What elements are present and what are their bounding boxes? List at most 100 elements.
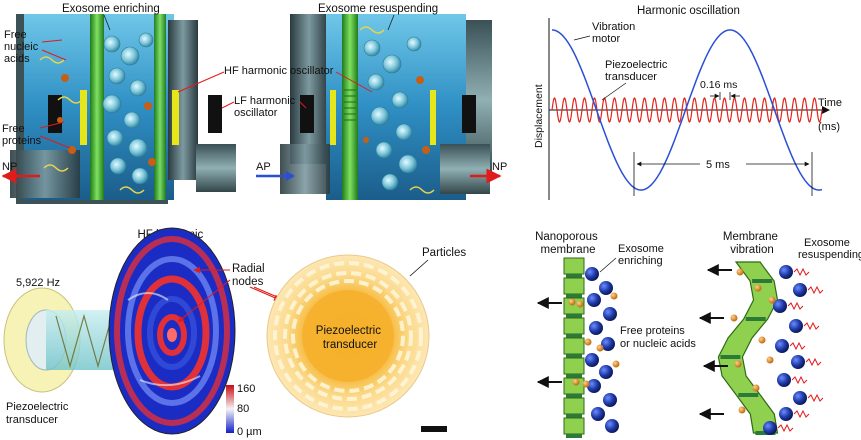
nanoporous-label: Nanoporous membrane xyxy=(535,231,601,256)
fr-l1: Free proteins xyxy=(620,325,685,337)
tr-l1: Piezoelectric xyxy=(605,59,668,71)
membrane-pore xyxy=(745,317,766,321)
fna-l3: acids xyxy=(4,53,30,65)
vb-l1: Membrane xyxy=(723,231,778,243)
protein-dot xyxy=(568,298,576,306)
exosome-dot xyxy=(779,407,793,421)
y-axis-label: Displacement xyxy=(533,84,545,148)
exosome-dot xyxy=(603,307,617,321)
panel-d: Piezoelectric transducer Particles xyxy=(266,247,466,432)
left-title: Exosome enriching xyxy=(62,3,160,15)
rs-l1: Exosome xyxy=(804,237,850,249)
free-proteins-label: Free proteins xyxy=(2,123,42,147)
transducer-chart-label: Piezoelectric transducer xyxy=(605,59,670,83)
cbar-tick-80: 80 xyxy=(237,403,249,415)
mode-shape-map xyxy=(109,228,235,434)
protein-dot xyxy=(612,360,620,368)
vibration-mark xyxy=(793,267,810,277)
en-l2: enriching xyxy=(618,255,663,267)
membrane-pore xyxy=(752,279,773,283)
protein-dot xyxy=(738,406,746,414)
exosome-dot xyxy=(599,365,613,379)
exosome-dot xyxy=(585,353,599,367)
membrane-segment xyxy=(563,257,585,275)
exosome-dot xyxy=(791,355,805,369)
membrane-segment xyxy=(563,317,585,335)
np-l1: Nanoporous xyxy=(535,231,598,243)
resuspending-label: Exosome resuspending xyxy=(798,237,861,261)
protein-dot xyxy=(752,384,760,392)
protein-dot xyxy=(768,296,776,304)
protein-dot xyxy=(576,300,584,308)
trc-l2: transducer xyxy=(6,414,58,426)
lf-period-label: 5 ms xyxy=(706,159,730,171)
fna-l1: Free xyxy=(4,29,27,41)
colorbar: 160 80 0 µm xyxy=(226,383,262,438)
cbar-tick-160: 160 xyxy=(237,383,255,395)
hf-wave xyxy=(551,97,823,123)
vibration-mark xyxy=(777,423,794,433)
membrane-segment xyxy=(563,397,585,415)
particles-label: Particles xyxy=(422,247,466,259)
chart-title: Harmonic oscillation xyxy=(637,5,740,17)
right-title: Exosome resuspending xyxy=(318,3,438,15)
membrane-pore xyxy=(738,393,759,397)
vibration-mark xyxy=(807,285,824,295)
np-l2: membrane xyxy=(541,244,596,256)
center-label: Piezoelectric transducer xyxy=(316,325,384,351)
exosome-dot xyxy=(777,373,791,387)
panel-a: Exosome enriching Exosome resuspending F… xyxy=(1,3,507,204)
ap-label: AP xyxy=(256,161,271,173)
dc-l1: Piezoelectric xyxy=(316,325,381,337)
device-right xyxy=(256,14,502,200)
hf-oscillator-label: HF harmonic oscillator xyxy=(224,65,334,77)
motor-l1: Vibration xyxy=(592,21,635,33)
protein-dot xyxy=(730,314,738,322)
protein-dot xyxy=(736,268,744,276)
exosome-cluster-right xyxy=(363,36,422,191)
radial-nodes-label: Radial nodes xyxy=(232,263,268,288)
dc-l2: transducer xyxy=(323,339,378,351)
vibration-mark xyxy=(803,321,820,331)
enriching-label: Exosome enriching xyxy=(618,243,667,267)
membrane-pore xyxy=(566,414,582,418)
motor-l2: motor xyxy=(592,33,620,45)
exosome-dot xyxy=(587,293,601,307)
panel-b: Harmonic oscillation Displacement Time (… xyxy=(533,5,842,200)
rn-l2: nodes xyxy=(232,276,264,288)
scale-bar xyxy=(421,426,447,432)
exosome-dot xyxy=(789,319,803,333)
vibration-mark xyxy=(793,409,810,419)
membrane-segment xyxy=(563,417,585,435)
protein-dot xyxy=(596,344,604,352)
vibration-mark xyxy=(805,357,822,367)
trc-l1: Piezoelectric xyxy=(6,401,69,413)
free-label: Free proteins or nucleic acids xyxy=(620,325,696,350)
hf-period-label: 0.16 ms xyxy=(700,79,737,91)
flat-membrane xyxy=(536,257,620,438)
xlab-l2: (ms) xyxy=(818,121,840,133)
transducer-label-c: Piezoelectric transducer xyxy=(6,401,71,426)
membrane-pore xyxy=(566,394,582,398)
lf-wave xyxy=(552,29,823,191)
fp-l2: proteins xyxy=(2,135,42,147)
fr-l2: or nucleic acids xyxy=(620,338,696,350)
exosome-dot xyxy=(763,421,777,435)
protein-dot xyxy=(734,360,742,368)
membrane-pore xyxy=(566,314,582,318)
vb-l2: vibration xyxy=(730,244,773,256)
membrane-segment xyxy=(563,277,585,295)
lf-l1: LF harmonic xyxy=(234,95,296,107)
protein-dot xyxy=(572,378,580,386)
vibration-mark xyxy=(787,301,804,311)
motor-label: Vibration motor xyxy=(592,21,638,45)
membrane-pore xyxy=(566,274,582,278)
vibrating-membrane xyxy=(717,261,779,434)
vibration-mark xyxy=(807,393,824,403)
fna-l2: nucleic xyxy=(4,41,39,53)
frequency-label: 5,922 Hz xyxy=(16,277,60,289)
cbar-tick-0: 0 µm xyxy=(237,426,262,438)
en-l1: Exosome xyxy=(618,243,664,255)
membrane-pore xyxy=(566,294,582,298)
